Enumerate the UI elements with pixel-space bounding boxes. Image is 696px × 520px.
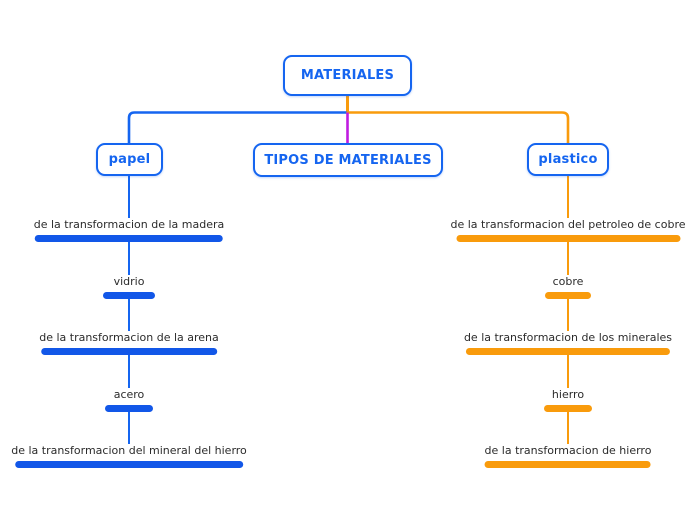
leaf-underline-bar [105, 405, 153, 412]
leaf-underline-bar [545, 292, 591, 299]
connector-bus-right [346, 111, 570, 145]
connector-bus-left [127, 111, 349, 145]
leaf-item[interactable]: de la transformacion de la arena [39, 331, 219, 355]
leaf-underline-bar [456, 235, 680, 242]
leaf-label: cobre [552, 275, 584, 288]
leaf-item[interactable]: de la transformacion de la madera [33, 218, 225, 242]
node-papel[interactable]: papel [96, 143, 163, 176]
leaf-underline-bar [35, 235, 223, 242]
leaf-item[interactable]: hierro [544, 388, 592, 412]
leaf-item[interactable]: vidrio [103, 275, 155, 299]
node-materiales[interactable]: MATERIALES [283, 55, 412, 96]
leaf-underline-bar [14, 461, 243, 468]
leaf-underline-bar [41, 348, 217, 355]
leaf-underline-bar [484, 461, 651, 468]
node-plastico[interactable]: plastico [527, 143, 609, 176]
leaf-underline-bar [103, 292, 155, 299]
leaf-label: de la transformacion del mineral del hie… [11, 444, 247, 457]
leaf-item[interactable]: de la transformacion del mineral del hie… [11, 444, 247, 468]
leaf-label: de la transformacion de la arena [39, 331, 219, 344]
leaf-label: hierro [551, 388, 585, 401]
leaf-item[interactable]: acero [105, 388, 153, 412]
leaf-label: vidrio [113, 275, 145, 288]
leaf-item[interactable]: de la transformacion de los minerales [464, 331, 672, 355]
leaf-item[interactable]: de la transformacion de hierro [484, 444, 652, 468]
leaf-underline-bar [465, 348, 670, 355]
leaf-label: de la transformacion de los minerales [463, 331, 673, 344]
leaf-label: de la transformacion de hierro [484, 444, 652, 457]
leaf-item[interactable]: de la transformacion del petroleo de cob… [451, 218, 686, 242]
leaf-underline-bar [544, 405, 592, 412]
node-tipos-de-materiales[interactable]: TIPOS DE MATERIALES [253, 143, 443, 177]
leaf-label: acero [113, 388, 145, 401]
leaf-label: de la transformacion de la madera [33, 218, 225, 231]
leaf-item[interactable]: cobre [545, 275, 591, 299]
leaf-label: de la transformacion del petroleo de cob… [450, 218, 686, 231]
